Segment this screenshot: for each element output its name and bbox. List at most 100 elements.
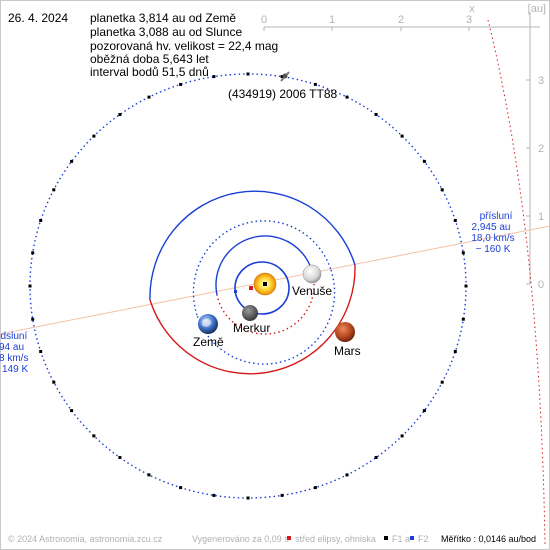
legend-f1-icon — [384, 536, 388, 540]
orbit-point-markers — [28, 72, 468, 500]
orbit-point — [246, 496, 250, 500]
footer-legend-f1: F1 a — [392, 534, 410, 544]
orbit-point — [212, 75, 216, 79]
legend-center-icon — [287, 536, 291, 540]
venus-orbit-upper — [215, 235, 314, 296]
mars-orbit-upper — [149, 190, 356, 301]
orbit-point — [461, 251, 465, 255]
mars-label: Mars — [334, 344, 361, 358]
orbit-point — [440, 188, 444, 192]
orbit-point — [422, 409, 426, 413]
orbit-point — [313, 82, 317, 86]
info-dist-earth: planetka 3,814 au od Země — [90, 11, 236, 25]
footer-generated: Vygenerováno za 0,09 s — [192, 534, 289, 544]
footer: © 2024 Astronomia, astronomia.zcu.cz Vyg… — [8, 534, 536, 544]
x-tick-label: 1 — [329, 14, 335, 26]
venus-orbit-lower — [216, 274, 315, 335]
outer-trajectory — [487, 19, 546, 546]
orbit-point — [345, 95, 349, 99]
orbit-point — [374, 113, 378, 116]
y-tick-label: 2 — [538, 143, 544, 155]
mercury-orbit — [234, 261, 290, 315]
orbit-point — [280, 75, 284, 79]
perihelion-title: přísluní — [480, 211, 513, 222]
perihelion-label: přísluní 2,945 au 18,0 km/s ~ 160 K — [471, 211, 514, 255]
footer-scale: Měřítko : 0,0146 au/bod — [441, 534, 536, 544]
axes — [263, 12, 540, 285]
orbit-point — [374, 456, 378, 459]
asteroid-icon — [280, 71, 290, 82]
aphelion-speed: 8 km/s — [0, 353, 28, 364]
orbit-point — [118, 456, 122, 459]
aphelion-title: odsluní — [0, 331, 27, 342]
earth-orbit-lower — [196, 269, 336, 365]
orbit-point — [400, 434, 404, 438]
venus-label: Venuše — [292, 284, 332, 298]
x-axis-unit: x — [469, 3, 475, 15]
orbit-point — [453, 219, 457, 222]
aphelion-label: odsluní 94 au 8 km/s 149 K — [0, 331, 28, 375]
footer-legend-center: střed elipsy, ohniska — [295, 534, 376, 544]
y-tick-label: 0 — [538, 279, 544, 291]
x-tick-label: 2 — [398, 14, 404, 26]
orbit-point — [52, 380, 56, 384]
legend-f2-icon — [410, 536, 414, 540]
asteroid-name: (434919) 2006 TT88 — [228, 87, 338, 101]
ellipse-center-marker — [249, 286, 253, 290]
x-tick-label: 3 — [466, 14, 472, 26]
y-tick-label: 3 — [538, 75, 544, 87]
orbit-point — [39, 219, 43, 222]
perihelion-dist: 2,945 au — [472, 222, 511, 233]
aphelion-temp: 149 K — [2, 364, 28, 375]
earth-orbit-upper — [192, 220, 332, 316]
orbit-point — [28, 284, 32, 288]
info-interval: interval bodů 51,5 dnů — [90, 65, 209, 79]
info-period: oběžná doba 5,643 let — [90, 52, 209, 66]
orbit-point — [422, 159, 426, 163]
venus-icon — [302, 264, 322, 284]
footer-copyright: © 2024 Astronomia, astronomia.zcu.cz — [8, 534, 163, 544]
orbit-point — [345, 473, 349, 477]
earth-clouds — [202, 318, 212, 327]
info-dist-sun: planetka 3,088 au od Slunce — [90, 25, 242, 39]
mercury-label: Merkur — [233, 321, 270, 335]
au-unit-label: [au] — [528, 3, 546, 15]
focus2-marker — [234, 290, 237, 293]
orbit-point — [92, 134, 96, 138]
orbit-point — [70, 409, 74, 413]
orbit-point — [118, 113, 122, 116]
footer-legend-f2: F2 — [418, 534, 429, 544]
orbit-point — [31, 251, 35, 255]
mars-orbit-lower — [149, 264, 356, 375]
orbit-point — [179, 486, 183, 490]
date-label: 26. 4. 2024 — [8, 11, 68, 25]
mercury-icon — [242, 305, 258, 321]
orbit-point — [70, 159, 74, 163]
orbit-point — [39, 350, 43, 353]
orbit-point — [461, 317, 465, 321]
orbit-point — [147, 473, 151, 477]
perihelion-speed: 18,0 km/s — [471, 233, 514, 244]
earth-label: Země — [193, 335, 224, 349]
perihelion-temp: ~ 160 K — [476, 244, 511, 255]
orbit-point — [179, 82, 183, 86]
orbit-point — [280, 493, 284, 497]
orbit-point — [246, 72, 250, 76]
orbit-point — [31, 317, 35, 321]
info-magnitude: pozorovaná hv. velikost = 22,4 mag — [90, 39, 278, 53]
orbit-point — [52, 188, 56, 192]
y-tick-label: 1 — [538, 211, 544, 223]
aphelion-dist: 94 au — [0, 342, 24, 353]
orbit-point — [464, 284, 468, 288]
mars-icon — [335, 322, 355, 342]
x-tick-label: 0 — [261, 14, 267, 26]
orbit-point — [212, 493, 216, 497]
orbit-point — [313, 486, 317, 490]
orbit-point — [92, 434, 96, 438]
orbit-point — [147, 95, 151, 99]
orbit-point — [400, 134, 404, 138]
axis-labels: 0 1 2 3 x [au] 3 2 1 0 — [261, 3, 546, 291]
